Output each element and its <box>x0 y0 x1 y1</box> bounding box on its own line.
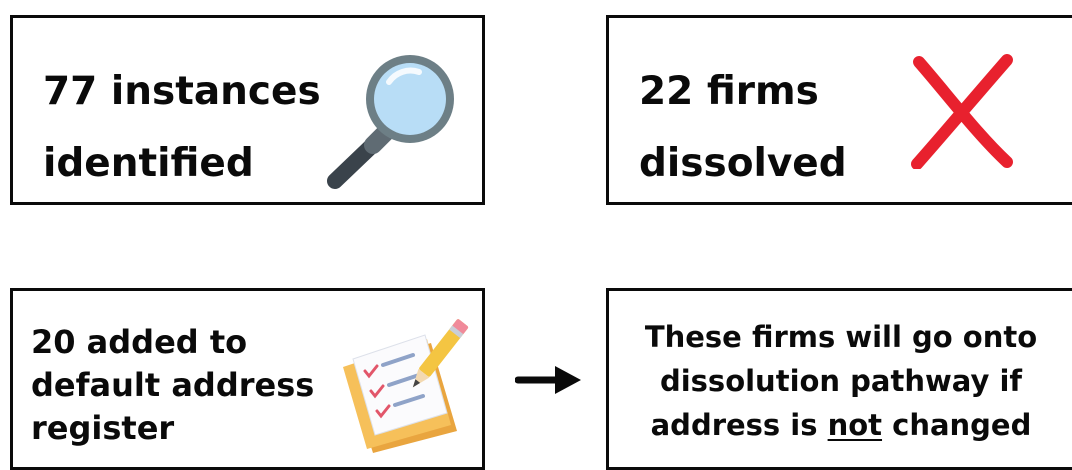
dissolution-pathway-last-line: address is not changed <box>650 408 1032 442</box>
default-address-register-text: 20 added to default address register <box>31 323 315 447</box>
default-address-register-card: 20 added to default address register <box>10 288 485 470</box>
instances-identified-text: 77 instances identified <box>43 69 321 186</box>
instances-identified-card: 77 instances identified <box>10 15 485 205</box>
right-arrow-icon <box>515 366 581 394</box>
firms-dissolved-card: 22 firms dissolved <box>606 15 1072 205</box>
red-cross-icon <box>911 54 1013 169</box>
not-emphasis: not <box>827 408 883 442</box>
checklist-clipboard-icon <box>343 319 469 453</box>
firms-dissolved-text: 22 firms dissolved <box>639 69 847 186</box>
magnifying-glass-icon <box>327 55 454 189</box>
dissolution-pathway-text: These firms will go onto dissolution pat… <box>609 315 1072 447</box>
dissolution-pathway-card: These firms will go onto dissolution pat… <box>606 288 1072 470</box>
